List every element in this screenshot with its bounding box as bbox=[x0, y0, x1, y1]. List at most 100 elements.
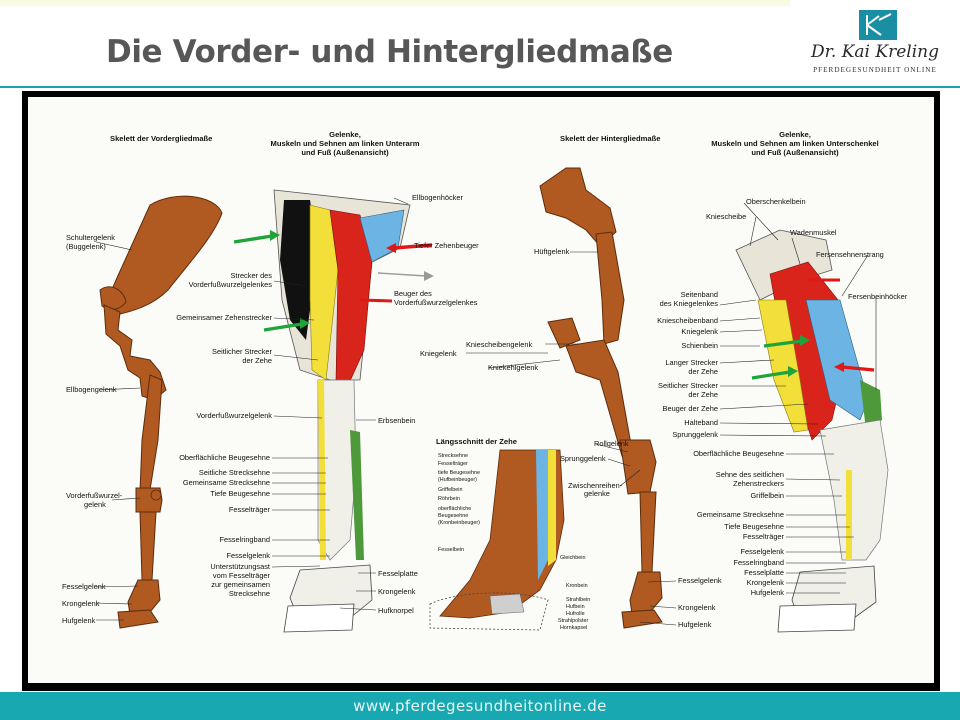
label-unterstuetzungsast: Unterstützungsast bbox=[210, 562, 270, 571]
green-arrow-seitlicher-strecker bbox=[751, 370, 791, 380]
label-fesseltraeger: Fesselträger bbox=[229, 505, 271, 514]
label-vorderfusswurzelgelenk: Vorderfußwurzelgelenk bbox=[196, 411, 272, 420]
toe-label-fesseltraeger: Fesselträger bbox=[438, 461, 468, 467]
red-arrow-tiefer-zehenbeuger-head bbox=[386, 243, 396, 253]
toe-section-illustration bbox=[429, 449, 565, 631]
hind-muscle-labels: Oberschenkelbein Kniescheibe Wadenmuskel… bbox=[657, 197, 908, 597]
heading-fore-muscles-2: Muskeln und Sehnen am linken Unterarm bbox=[271, 139, 420, 148]
label-tiefer-zehenbeuger: Tiefer Zehenbeuger bbox=[414, 241, 479, 250]
label-wadenmuskel: Wadenmuskel bbox=[790, 228, 837, 237]
label-hind-tiefe-beugesehne: Tiefe Beugesehne bbox=[724, 522, 784, 531]
label-griffelbein: Griffelbein bbox=[750, 491, 784, 500]
green-arrow-langer-strecker-head bbox=[800, 335, 810, 346]
toe-label-oberflaechliche: oberflächliche bbox=[438, 506, 471, 512]
heading-hind-skeleton: Skelett der Hintergliedmaße bbox=[560, 134, 660, 143]
toe-label-hufbeinbeuger: (Hufbeinbeuger) bbox=[438, 477, 477, 483]
toe-label-strahlpolster: Strahlpolster bbox=[558, 618, 588, 624]
label-fore-hufgelenk: Hufgelenk bbox=[62, 616, 96, 625]
label-zwischenreihen-gelenke: gelenke bbox=[584, 489, 610, 498]
grey-pointer-head bbox=[424, 271, 434, 281]
label-tiefe-beugesehne: Tiefe Beugesehne bbox=[210, 489, 270, 498]
label-hind-hufgelenk: Hufgelenk bbox=[678, 620, 712, 629]
label-fersensehnenstrang: Fersensehnenstrang bbox=[816, 250, 884, 259]
label-hind-muscle-fesselgelenk: Fesselgelenk bbox=[740, 547, 784, 556]
label-fersenbeinhoecker: Fersenbeinhöcker bbox=[848, 292, 908, 301]
label-seitlicher-strecker: Seitlicher Strecker bbox=[212, 347, 273, 356]
toe-label-kronbeinbeuger: (Kronbeinbeuger) bbox=[438, 520, 480, 526]
label-zwischenreihen: Zwischenreihen- bbox=[568, 481, 623, 490]
label-beuger-des: Beuger des bbox=[394, 289, 432, 298]
green-arrow-seitlicher-strecker-head bbox=[788, 366, 798, 377]
label-zehenstreckers: Zehenstreckers bbox=[733, 479, 784, 488]
toe-label-gleichbein: Gleichbein bbox=[560, 555, 585, 561]
label-rollgelenk: Rollgelenk bbox=[594, 439, 629, 448]
green-arrow-zehenstrecker-head bbox=[300, 318, 310, 329]
label-strecksehne: Strecksehne bbox=[229, 589, 270, 598]
label-seitliche-strecksehne: Seitliche Strecksehne bbox=[199, 468, 270, 477]
footer-url[interactable]: www.pferdegesundheitonline.de bbox=[353, 697, 607, 715]
toe-label-strecksehne: Strecksehne bbox=[438, 453, 468, 459]
label-hind-fesselringband: Fesselringband bbox=[733, 558, 784, 567]
label-hind-muscle-sprunggelenk: Sprunggelenk bbox=[672, 430, 718, 439]
green-arrow-strecker bbox=[233, 234, 273, 244]
toe-section-labels: Strecksehne Fesselträger tiefe Beugesehn… bbox=[438, 453, 590, 631]
label-ellbogenhoecker: Ellbogenhöcker bbox=[412, 193, 463, 202]
header-rule bbox=[0, 86, 960, 88]
label-oberflaechliche-beugesehne: Oberflächliche Beugesehne bbox=[179, 453, 270, 462]
grey-pointer bbox=[377, 272, 427, 277]
label-fore-krongelenk: Krongelenk bbox=[62, 599, 100, 608]
toe-label-hufbein: Hufbein bbox=[566, 604, 585, 610]
label-hind-fesseltraeger: Fesselträger bbox=[743, 532, 785, 541]
fore-muscle-labels: Ellbogenhöcker Tiefer Zehenbeuger Streck… bbox=[176, 193, 479, 615]
red-arrow-tiefer-zehenbeuger bbox=[393, 243, 433, 250]
label-fore-muscle-krongelenk: Krongelenk bbox=[378, 587, 416, 596]
label-fesselplatte: Fesselplatte bbox=[378, 569, 418, 578]
label-beuger-vorderfuss: Vorderfußwurzelgelenkes bbox=[394, 298, 478, 307]
label-fore-muscle-fesselgelenk: Fesselgelenk bbox=[226, 551, 270, 560]
label-hind-fesselgelenk: Fesselgelenk bbox=[678, 576, 722, 585]
heading-toe-section: Längsschnitt der Zehe bbox=[436, 437, 517, 446]
label-hind-oberflaechliche-beugesehne: Oberflächliche Beugesehne bbox=[693, 449, 784, 458]
label-erbsenbein: Erbsenbein bbox=[378, 416, 415, 425]
label-schultergelenk: Schultergelenk bbox=[66, 233, 115, 242]
label-vorderfusswurzel-gelenk: gelenk bbox=[84, 500, 106, 509]
heading-hind-muscles-3: und Fuß (Außenansicht) bbox=[751, 148, 839, 157]
hind-skeleton-labels: Hüftgelenk Kniescheibengelenk Kniegelenk… bbox=[420, 247, 722, 629]
heading-fore-muscles-1: Gelenke, bbox=[329, 130, 361, 139]
leader-lines bbox=[95, 197, 877, 626]
label-hueftgelenk: Hüftgelenk bbox=[534, 247, 570, 256]
label-hind-seitlicher-strecker: Seitlicher Strecker bbox=[658, 381, 719, 390]
toe-label-beugesehne: Beugesehne bbox=[438, 513, 468, 519]
label-vorderfusswurzel: Vorderfußwurzel- bbox=[66, 491, 123, 500]
red-dash-beuger bbox=[359, 298, 393, 303]
top-strip bbox=[0, 0, 790, 6]
heading-hind-muscles-1: Gelenke, bbox=[779, 130, 811, 139]
label-beuger-der-zehe: Beuger der Zehe bbox=[663, 404, 718, 413]
toe-label-roehrbein: Röhrbein bbox=[438, 496, 460, 502]
toe-label-tiefe-beugesehne: tiefe Beugesehne bbox=[438, 470, 480, 476]
toe-label-hufrolle: Hufrolle bbox=[566, 611, 585, 617]
label-sehne-des-seitlichen: Sehne des seitlichen bbox=[716, 470, 784, 479]
label-hind-muscle-kniegelenk: Kniegelenk bbox=[681, 327, 718, 336]
toe-label-fesselbein: Fesselbein bbox=[438, 547, 464, 553]
green-arrow-zehenstrecker bbox=[263, 322, 303, 332]
label-langer-strecker: Langer Strecker bbox=[665, 358, 718, 367]
label-ellbogengelenk: Ellbogengelenk bbox=[66, 385, 117, 394]
label-buggelenk: (Buggelenk) bbox=[66, 242, 106, 251]
label-seitenband: Seitenband bbox=[681, 290, 718, 299]
green-arrow-strecker-head bbox=[270, 230, 280, 241]
label-hind-muscle-krongelenk: Krongelenk bbox=[747, 578, 785, 587]
label-hind-muscle-hufgelenk: Hufgelenk bbox=[751, 588, 785, 597]
label-schienbein: Schienbein bbox=[681, 341, 718, 350]
label-kniescheibengelenk: Kniescheibengelenk bbox=[466, 340, 532, 349]
highlight-arrows bbox=[233, 230, 875, 380]
toe-label-kronbein: Kronbein bbox=[566, 583, 588, 589]
logo-mark-icon bbox=[859, 10, 897, 40]
toe-label-strahlbein: Strahlbein bbox=[566, 597, 590, 603]
label-hind-krongelenk: Krongelenk bbox=[678, 603, 716, 612]
heading-hind-muscles-2: Muskeln und Sehnen am linken Unterschenk… bbox=[711, 139, 879, 148]
label-hind-fesselplatte: Fesselplatte bbox=[744, 568, 784, 577]
label-seitlicher-der-zehe: der Zehe bbox=[242, 356, 272, 365]
label-langer-der-zehe: der Zehe bbox=[688, 367, 718, 376]
